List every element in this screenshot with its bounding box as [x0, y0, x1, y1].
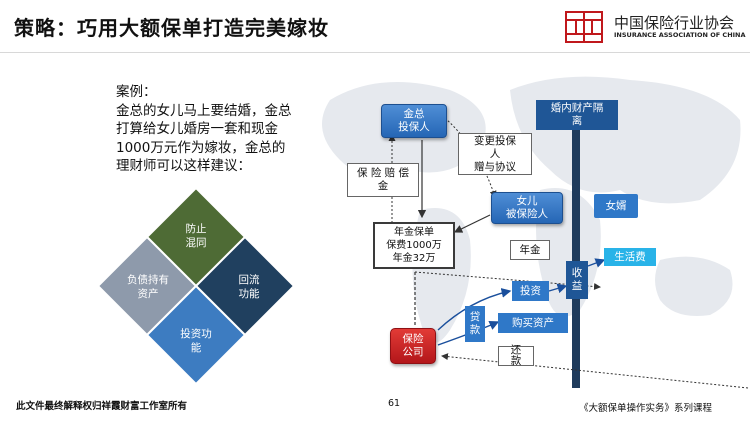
loan-label: 贷 款	[465, 306, 485, 342]
header-divider	[0, 52, 750, 53]
case-label: 案例：	[116, 84, 157, 100]
organization-name-en: INSURANCE ASSOCIATION OF CHINA	[614, 31, 746, 39]
daughter-insured-node: 女儿 被保险人	[491, 192, 563, 224]
diamond-bottom-tile	[145, 284, 247, 386]
annuity-policy-node: 年金保单 保费1000万 年金32万	[373, 222, 455, 269]
insurance-compensation-label: 保 险 赔 偿 金	[347, 163, 419, 197]
investment-node: 投资	[512, 281, 549, 301]
annuity-label: 年金	[510, 240, 550, 260]
diamond-right-label: 回流 功能	[238, 274, 260, 300]
page-number: 61	[388, 398, 401, 409]
case-text: 金总的女儿马上要结婚，金总打算给女儿婚房一套和现金1000万元作为嫁妆，金总的理…	[116, 102, 292, 175]
buy-assets-node: 购买资产	[498, 313, 568, 333]
change-policyholder-label: 变更投保 人 赠与协议	[458, 133, 532, 175]
insurance-association-logo-icon	[565, 11, 603, 43]
organization-name-cn: 中国保险行业协会	[614, 14, 735, 32]
diamond-top-label: 防止 混同	[185, 223, 207, 249]
diamond-left-label: 负债持有 资产	[127, 274, 169, 300]
policyholder-jinzong-node: 金总 投保人	[381, 104, 447, 138]
marital-isolation-bar	[572, 120, 580, 388]
case-study: 案例： 金总的女儿马上要结婚，金总打算给女儿婚房一套和现金1000万元作为嫁妆，…	[116, 83, 296, 176]
footer-copyright: 此文件最终解释权归祥霞财富工作室所有	[16, 401, 188, 412]
function-diamond	[96, 186, 296, 386]
living-expenses-label: 生活费	[604, 248, 656, 266]
slide-title: 策略：巧用大额保单打造完美嫁妆	[14, 16, 329, 40]
diamond-bottom-label: 投资功 能	[180, 328, 212, 354]
repayment-label: 还 款	[498, 345, 534, 367]
income-label: 收 益	[566, 261, 588, 299]
insurance-company-node: 保险 公司	[390, 328, 436, 364]
marital-property-isolation-label: 婚内财产隔 离	[536, 100, 618, 130]
son-in-law-node: 女婿	[594, 194, 638, 218]
footer-course-title: 《大额保单操作实务》系列课程	[579, 403, 713, 414]
